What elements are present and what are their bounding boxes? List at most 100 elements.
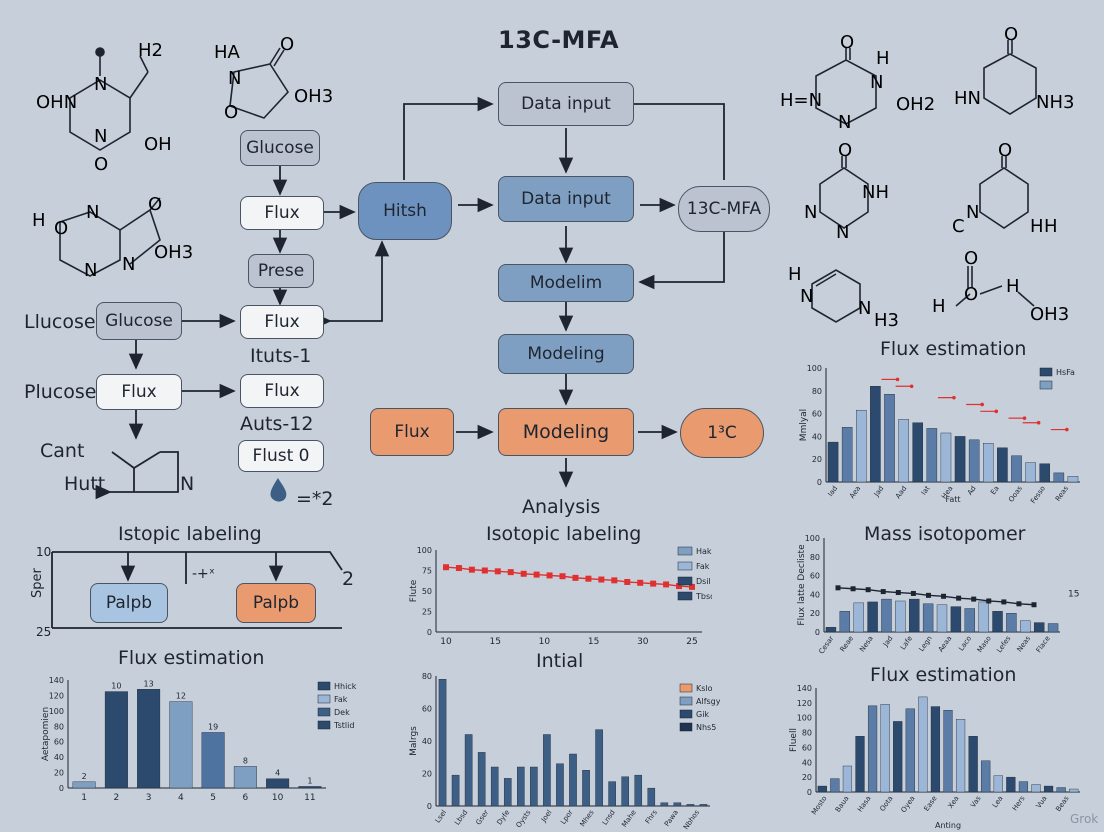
- x-tick-label: Ease: [923, 795, 939, 813]
- x-tick-label: 5: [210, 793, 216, 803]
- legend-swatch: [679, 683, 693, 693]
- x-tick-label: Ea: [989, 485, 1001, 497]
- x-tick-label: Hers: [1011, 794, 1027, 812]
- bar: [867, 601, 878, 633]
- bar: [982, 443, 994, 483]
- bar: [1039, 463, 1051, 483]
- series-point: [468, 566, 475, 573]
- error-point: [994, 409, 999, 414]
- isotopic-left-ytop: 10: [36, 545, 52, 559]
- bar: [1047, 623, 1059, 633]
- chart-title-mass-iso: Mass isotopomer: [864, 523, 1026, 545]
- isotopic-left-ybottom: 25: [36, 625, 52, 639]
- data-label: 12: [176, 692, 186, 701]
- molecule-1: H2 OHN N N O OH: [36, 40, 172, 175]
- bar: [490, 766, 499, 807]
- legend-swatch: [317, 694, 331, 704]
- legend-swatch: [677, 561, 693, 571]
- x-tick-label: Legn: [918, 635, 934, 653]
- mol3-oh3: OH3: [154, 242, 193, 263]
- c-flux-right-y-tick: 140: [797, 684, 812, 693]
- mol3-h: H: [32, 210, 46, 231]
- node-13c: 1³C: [680, 408, 764, 458]
- error-point: [1036, 420, 1041, 425]
- legend-swatch: [679, 722, 693, 732]
- mol9-h2: H: [1006, 276, 1020, 297]
- bar: [1018, 781, 1029, 793]
- series-point: [624, 578, 631, 585]
- mol8-h3: H3: [874, 310, 899, 331]
- isotopic-left-mark: -+ˣ: [192, 566, 215, 582]
- bar: [595, 729, 603, 807]
- mol4-n1: N: [870, 72, 883, 93]
- bar: [647, 787, 656, 807]
- bar: [1069, 788, 1079, 793]
- bar: [855, 409, 867, 483]
- trend-point: [956, 595, 962, 601]
- x-tick-label: Joel: [539, 809, 553, 825]
- bar: [569, 753, 577, 807]
- bar: [1020, 620, 1031, 633]
- molecule-5: O HN NH3: [954, 24, 1074, 115]
- legend-label: Kslo: [696, 684, 713, 693]
- chart-title-flux-top: Flux estimation: [880, 338, 1027, 360]
- bar: [298, 786, 322, 789]
- x-tick-label: Maso: [976, 635, 993, 655]
- c-mass-y-tick: 20: [810, 609, 820, 618]
- bar: [1067, 476, 1079, 483]
- x-tick-label: Hasa: [856, 795, 873, 814]
- bar: [169, 701, 193, 789]
- node-modeling-2: Modeling: [498, 408, 634, 456]
- node-flux-3: Flux: [96, 374, 182, 410]
- mol4-hn: H=N: [780, 90, 822, 111]
- label-ituts: Ituts-1: [250, 345, 312, 367]
- series-point: [676, 583, 683, 590]
- x-tick-label: Lbsd: [453, 809, 469, 827]
- label-analysis: Analysis: [522, 496, 601, 518]
- trend-point: [850, 586, 856, 592]
- node-flux-4: Flux: [240, 374, 324, 408]
- line-end-label: 15: [1068, 590, 1079, 600]
- x-tick-label: Flace: [1035, 635, 1052, 655]
- c-flux-left-y-tick: 20: [54, 769, 64, 778]
- node-glucose-mid: Glucose: [96, 302, 182, 340]
- bar: [517, 766, 525, 807]
- trend-point: [1016, 601, 1022, 607]
- c-flux-right-y-tick: 60: [802, 743, 812, 752]
- label-hutt: Hutt: [64, 473, 106, 495]
- mol1-h2: H2: [138, 40, 163, 61]
- bar: [1006, 776, 1016, 793]
- molecule-7: O C N H H: [952, 140, 1058, 237]
- mol2-o2: O: [224, 102, 238, 123]
- bar: [926, 428, 938, 483]
- data-label: 13: [144, 679, 154, 688]
- x-tick-label: Aea: [848, 485, 862, 500]
- bar: [993, 775, 1003, 793]
- mol9-o2: O: [964, 284, 978, 305]
- bar: [686, 804, 695, 807]
- c-flux-left-y-tick: 0: [59, 784, 64, 793]
- legend-swatch: [317, 681, 331, 691]
- trend-point: [865, 587, 871, 593]
- bar: [930, 706, 941, 793]
- bar: [451, 774, 460, 807]
- error-point: [980, 402, 984, 407]
- legend-label: Hak: [696, 547, 712, 556]
- legend-label: Dek: [334, 708, 350, 717]
- bar: [503, 778, 512, 807]
- c-flux-right-y-tick: 120: [797, 699, 812, 708]
- c-mass-y-tick: 40: [810, 590, 820, 599]
- x-tick-label: Reas: [1054, 484, 1070, 503]
- bar: [905, 708, 915, 793]
- legend-label: Fak: [334, 695, 348, 704]
- c-flux-right-y-label: Fluell: [789, 728, 799, 752]
- bar: [266, 778, 290, 789]
- c-iso-y-label: Flute: [409, 579, 419, 602]
- c-flux-top-y-label: Mmlyal: [799, 409, 809, 441]
- mol7-c: C: [952, 216, 965, 237]
- x-tick-label: Jad: [872, 485, 885, 499]
